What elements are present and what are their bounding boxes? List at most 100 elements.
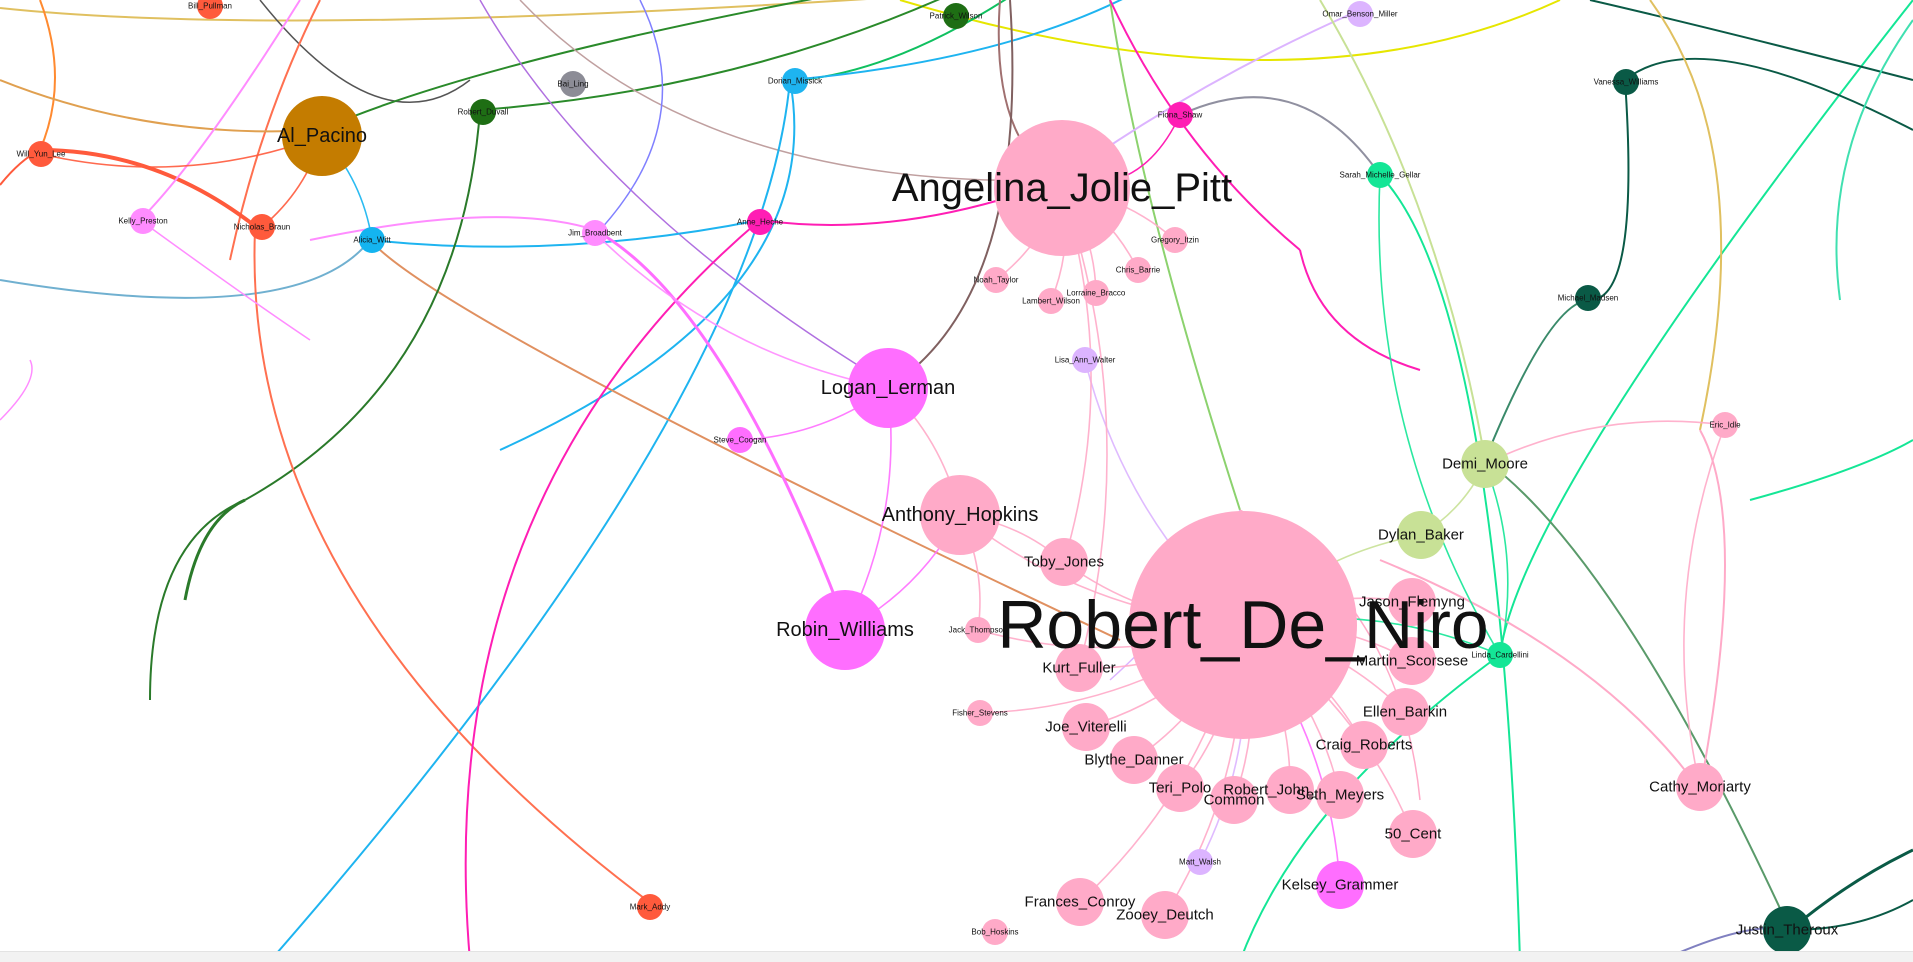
node-circle[interactable]	[582, 220, 608, 246]
node-circle[interactable]	[982, 919, 1008, 945]
node-circle[interactable]	[1266, 766, 1314, 814]
node-circle[interactable]	[1167, 102, 1193, 128]
node-circle[interactable]	[848, 348, 928, 428]
node-circle[interactable]	[359, 227, 385, 253]
node-circle[interactable]	[805, 590, 885, 670]
graph-node-lisa[interactable]: Lisa_Ann_Walter	[1055, 347, 1116, 373]
node-circle[interactable]	[943, 3, 969, 29]
node-circle[interactable]	[1316, 861, 1364, 909]
graph-node-fiona[interactable]: Fiona_Shaw	[1158, 102, 1203, 128]
graph-node-ellen[interactable]: Ellen_Barkin	[1363, 688, 1447, 736]
graph-node-alicia[interactable]: Alicia_Witt	[353, 227, 391, 253]
graph-node-common[interactable]: Common	[1204, 776, 1265, 824]
node-circle[interactable]	[1613, 69, 1639, 95]
graph-node-kurt[interactable]: Kurt_Fuller	[1042, 644, 1116, 692]
graph-node-anne[interactable]: Anne_Heche	[737, 209, 784, 235]
graph-node-zooey[interactable]: Zooey_Deutch	[1116, 891, 1214, 939]
node-circle[interactable]	[1712, 412, 1738, 438]
graph-node-anthony[interactable]: Anthony_Hopkins	[882, 475, 1039, 555]
node-circle[interactable]	[920, 475, 1000, 555]
graph-node-vanessa[interactable]: Vanessa_Williams	[1594, 69, 1659, 95]
node-circle[interactable]	[1461, 440, 1509, 488]
graph-node-frances[interactable]: Frances_Conroy	[1025, 878, 1136, 926]
graph-node-blythe[interactable]: Blythe_Danner	[1084, 736, 1184, 784]
node-circle[interactable]	[249, 214, 275, 240]
graph-node-toby[interactable]: Toby_Jones	[1024, 538, 1104, 586]
node-circle[interactable]	[1162, 227, 1188, 253]
node-circle[interactable]	[1055, 644, 1103, 692]
graph-node-steve[interactable]: Steve_Coogan	[714, 427, 767, 453]
graph-node-justin[interactable]: Justin_Theroux	[1736, 906, 1839, 954]
graph-node-gregory[interactable]: Gregory_Itzin	[1151, 227, 1199, 253]
node-circle[interactable]	[197, 0, 223, 19]
node-circle[interactable]	[1340, 721, 1388, 769]
node-circle[interactable]	[1083, 280, 1109, 306]
node-circle[interactable]	[1156, 764, 1204, 812]
node-circle[interactable]	[1210, 776, 1258, 824]
node-circle[interactable]	[1129, 511, 1357, 739]
graph-node-cathy[interactable]: Cathy_Moriarty	[1649, 763, 1751, 811]
graph-node-kelly[interactable]: Kelly_Preston	[118, 208, 168, 234]
node-circle[interactable]	[130, 208, 156, 234]
graph-node-bill[interactable]: Bill_Pullman	[188, 0, 232, 19]
node-circle[interactable]	[1056, 878, 1104, 926]
graph-node-robin[interactable]: Robin_Williams	[776, 590, 914, 670]
node-circle[interactable]	[1038, 288, 1064, 314]
graph-node-martin[interactable]: Martin_Scorsese	[1356, 637, 1469, 685]
node-circle[interactable]	[1389, 810, 1437, 858]
node-circle[interactable]	[983, 267, 1009, 293]
node-circle[interactable]	[1110, 736, 1158, 784]
node-circle[interactable]	[1040, 538, 1088, 586]
node-circle[interactable]	[967, 700, 993, 726]
graph-node-nicholas[interactable]: Nicholas_Braun	[234, 214, 290, 240]
graph-node-angelina[interactable]: Angelina_Jolie_Pitt	[892, 120, 1232, 256]
graph-node-lorraine[interactable]: Lorraine_Bracco	[1067, 280, 1126, 306]
graph-node-matt[interactable]: Matt_Walsh	[1179, 849, 1221, 875]
graph-node-al-pacino[interactable]: Al_Pacino	[277, 96, 367, 176]
graph-node-mark[interactable]: Mark_Addy	[630, 894, 670, 920]
graph-node-michael[interactable]: Michael_Madsen	[1558, 285, 1618, 311]
graph-node-sarah[interactable]: Sarah_Michelle_Gellar	[1340, 162, 1421, 188]
graph-node-robert[interactable]: Robert_De_Niro	[997, 511, 1489, 739]
node-circle[interactable]	[782, 68, 808, 94]
node-circle[interactable]	[1347, 1, 1373, 27]
graph-node-fisher[interactable]: Fisher_Stevens	[952, 700, 1008, 726]
graph-node-dylan[interactable]: Dylan_Baker	[1378, 511, 1464, 559]
graph-node-omar[interactable]: Omar_Benson_Miller	[1322, 1, 1398, 27]
graph-node-patrick[interactable]: Patrick_Wilson	[930, 3, 983, 29]
graph-node-logan[interactable]: Logan_Lerman	[821, 348, 956, 428]
node-circle[interactable]	[994, 120, 1130, 256]
node-circle[interactable]	[1575, 285, 1601, 311]
node-circle[interactable]	[1397, 511, 1445, 559]
graph-node-demi[interactable]: Demi_Moore	[1442, 440, 1528, 488]
node-circle[interactable]	[727, 427, 753, 453]
graph-node-kelsey[interactable]: Kelsey_Grammer	[1282, 861, 1399, 909]
node-circle[interactable]	[965, 617, 991, 643]
graph-node-bob[interactable]: Bob_Hoskins	[971, 919, 1019, 945]
graph-node-joe[interactable]: Joe_Viterelli	[1045, 703, 1127, 751]
graph-node-chris[interactable]: Chris_Barrie	[1116, 257, 1161, 283]
graph-node-linda[interactable]: Linda_Cardellini	[1471, 642, 1529, 668]
node-circle[interactable]	[470, 99, 496, 125]
graph-node-teri[interactable]: Teri_Polo	[1149, 764, 1212, 812]
node-circle[interactable]	[637, 894, 663, 920]
graph-node-lambert[interactable]: Lambert_Wilson	[1022, 288, 1080, 314]
node-circle[interactable]	[1676, 763, 1724, 811]
node-circle[interactable]	[1388, 637, 1436, 685]
node-circle[interactable]	[1487, 642, 1513, 668]
node-circle[interactable]	[1125, 257, 1151, 283]
node-circle[interactable]	[1072, 347, 1098, 373]
graph-node-jason[interactable]: Jason_Flemyng	[1359, 578, 1465, 626]
graph-node-fifty[interactable]: 50_Cent	[1385, 810, 1443, 858]
node-circle[interactable]	[1141, 891, 1189, 939]
graph-node-bai[interactable]: Bai_Ling	[557, 71, 589, 97]
node-circle[interactable]	[28, 141, 54, 167]
graph-node-jack[interactable]: Jack_Thompson	[949, 617, 1008, 643]
node-circle[interactable]	[1388, 578, 1436, 626]
graph-node-eric[interactable]: Eric_Idle	[1709, 412, 1741, 438]
node-circle[interactable]	[1763, 906, 1811, 954]
node-circle[interactable]	[1316, 771, 1364, 819]
graph-node-jim[interactable]: Jim_Broadbent	[568, 220, 623, 246]
node-circle[interactable]	[1062, 703, 1110, 751]
